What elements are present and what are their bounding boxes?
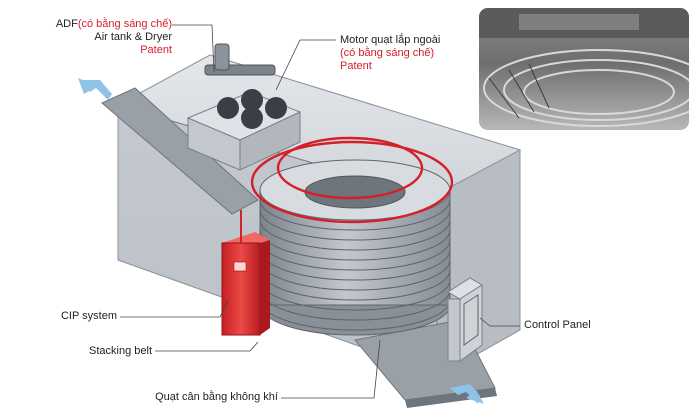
adf-callout: ADF(có bằng sáng chế) Air tank & Dryer P…	[2, 18, 172, 57]
spiral-tier	[259, 259, 451, 291]
spiral-tier	[259, 299, 451, 331]
motor-label: Motor quạt lắp ngoài	[340, 34, 441, 46]
spiral-tier	[259, 199, 451, 231]
leader-lines	[120, 24, 520, 399]
stacking-belt-label: Stacking belt	[89, 345, 152, 357]
balance-fan-label: Quạt cân bằng không khí	[155, 391, 278, 403]
airflow-in-arrow-icon	[450, 384, 484, 404]
spiral-tier	[259, 219, 451, 251]
spiral-tier	[259, 239, 451, 271]
air-tank-dryer-label: Air tank & Dryer	[94, 31, 172, 43]
adf-patent-note: (có bằng sáng chế)	[77, 18, 172, 30]
adf-duct-loops	[250, 136, 454, 224]
cip-label: CIP system	[60, 310, 117, 322]
motor-patent-note: (có bằng sáng chế)	[340, 47, 435, 59]
spiral-belt-photo-graphic	[479, 8, 689, 130]
cip-cabinet	[221, 210, 270, 336]
spiral-tier	[259, 269, 451, 301]
fan-motor-unit	[186, 43, 302, 171]
spiral-belt-photo	[479, 8, 689, 130]
motor-patent-label: Patent	[340, 60, 372, 72]
control-panel-label: Control Panel	[524, 319, 591, 331]
airflow-out-arrow-icon	[78, 78, 112, 100]
spiral-tier	[259, 249, 451, 281]
spiral-tier	[259, 229, 451, 261]
spiral-tier	[259, 209, 451, 241]
spiral-tier	[259, 289, 451, 321]
adf-label: ADF	[55, 18, 78, 30]
spiral-tier	[259, 279, 451, 311]
control-panel-box	[447, 277, 483, 362]
motor-callout: Motor quạt lắp ngoài (có bằng sáng chế) …	[340, 34, 440, 73]
adf-callout-line1: ADF(có bằng sáng chế)	[2, 18, 172, 31]
adf-patent-label: Patent	[140, 44, 172, 56]
spiral-drum	[259, 159, 451, 336]
